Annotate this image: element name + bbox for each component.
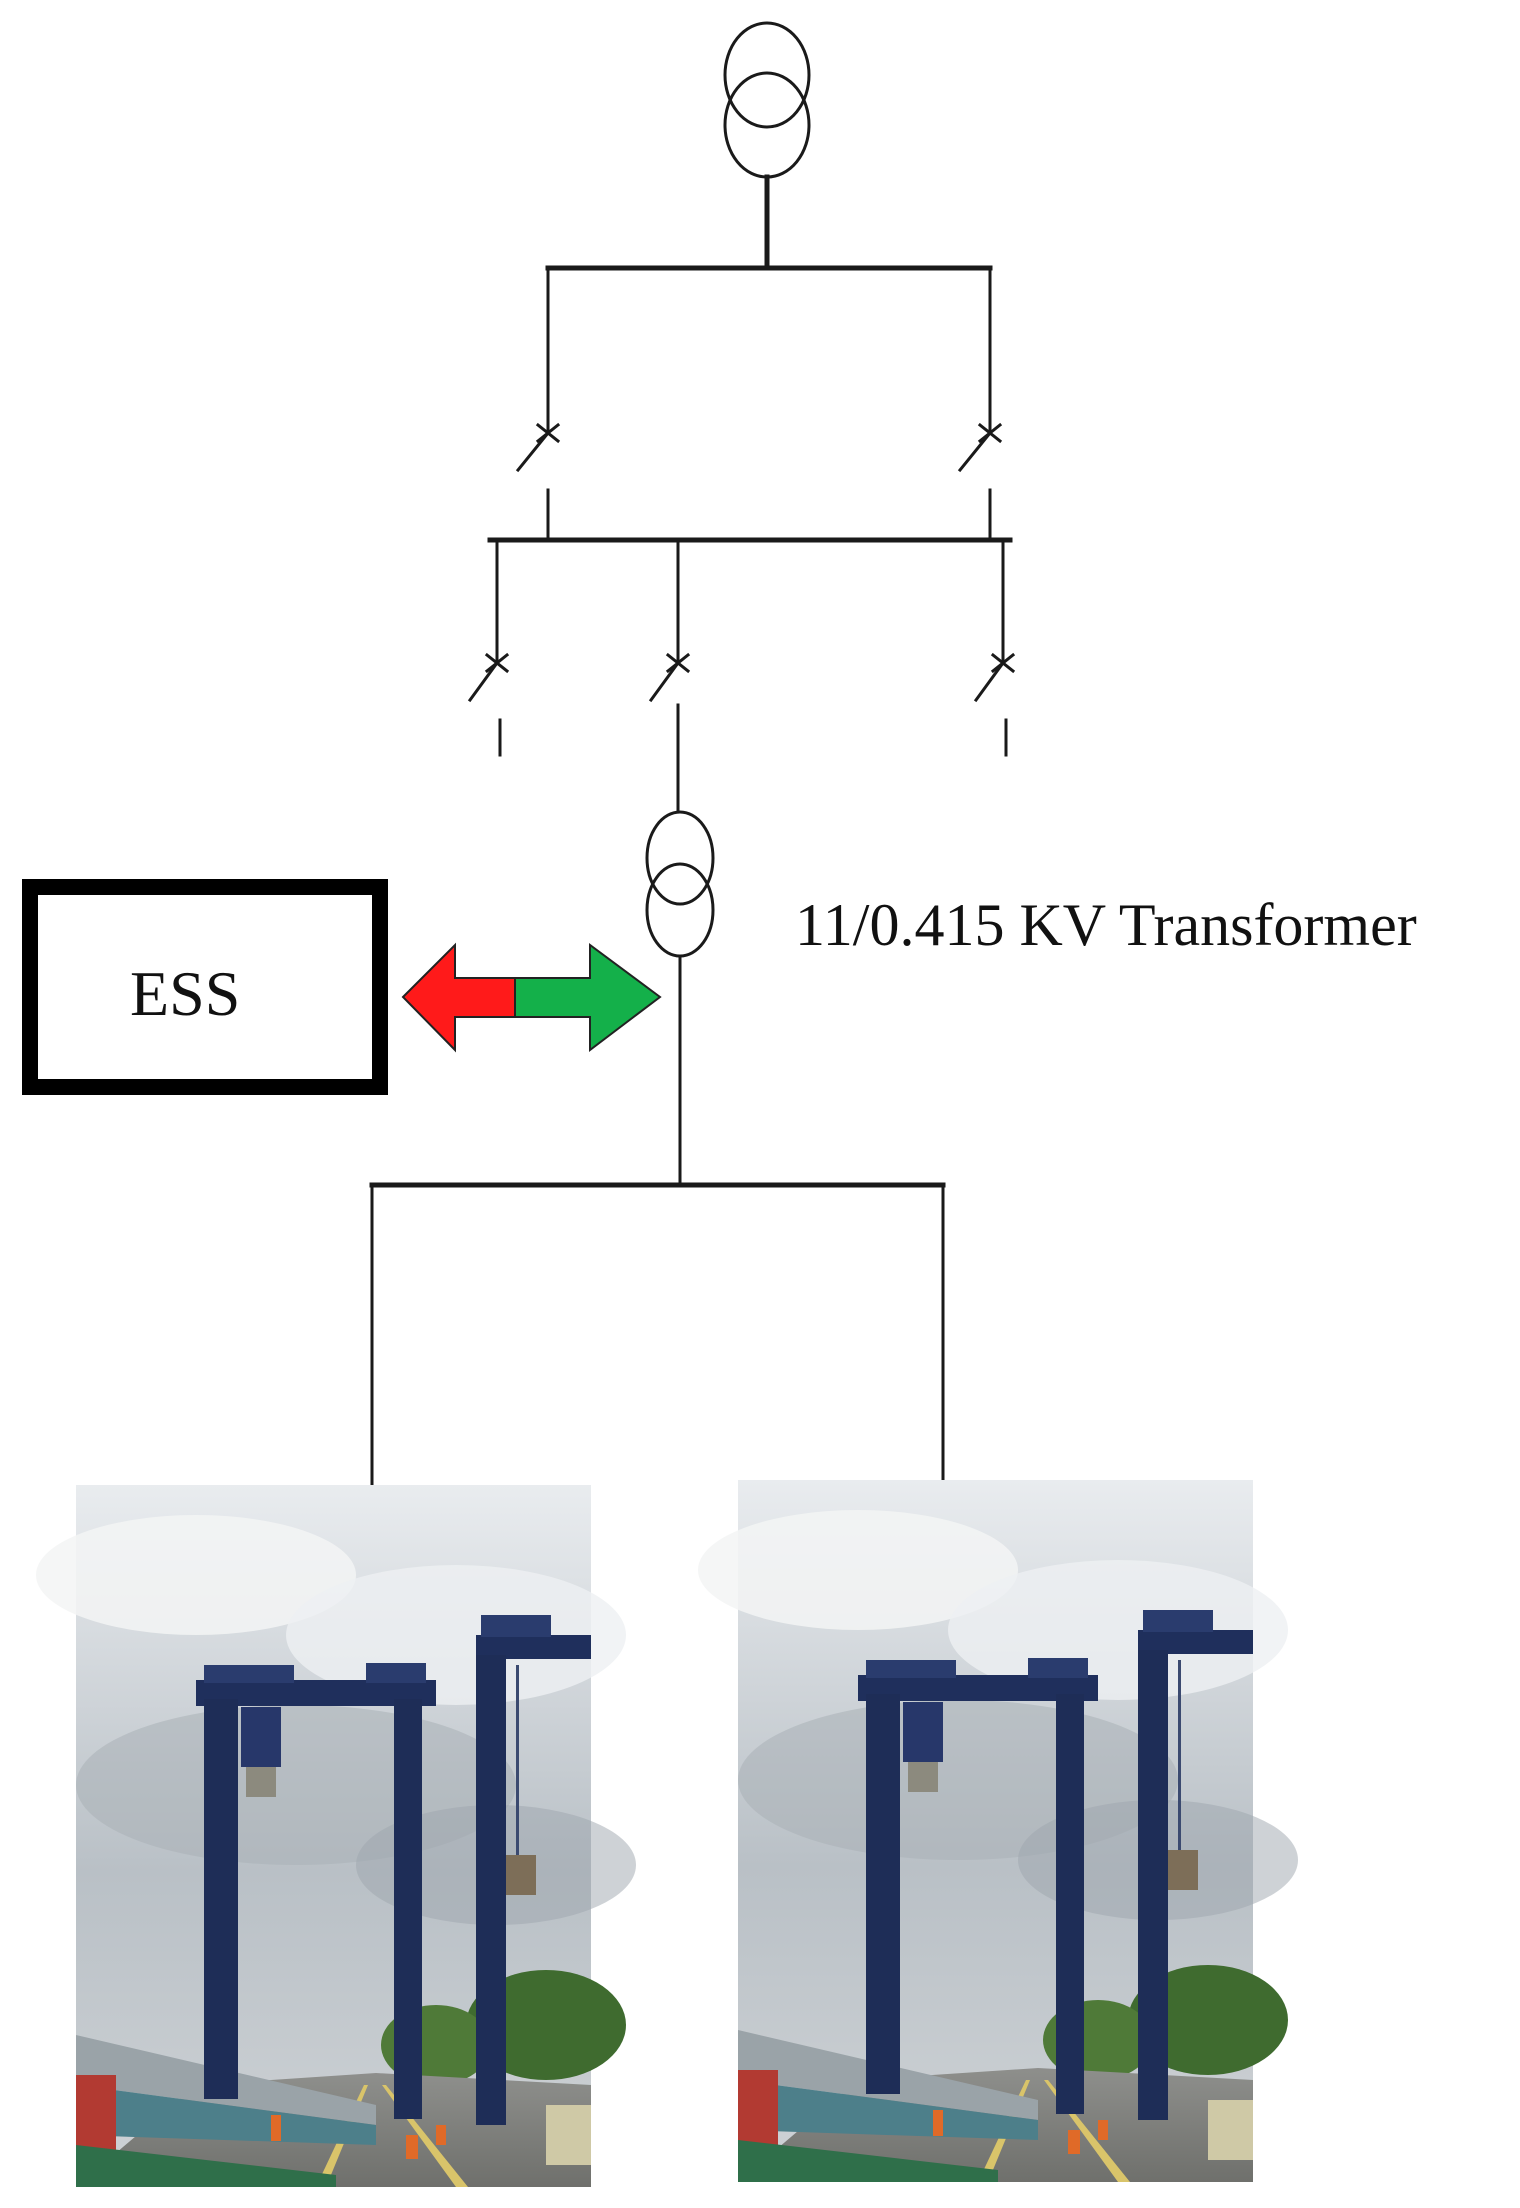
feeder-breaker-right-icon — [973, 538, 1016, 757]
bidirectional-arrow-icon — [401, 942, 662, 1053]
feeder-breaker-center-icon — [648, 538, 691, 814]
gantry-crane-photo-right — [698, 1480, 1298, 2182]
feeder-breaker-left-icon — [467, 538, 510, 757]
distribution-transformer-icon — [645, 810, 715, 958]
incoming-breaker-left-icon — [515, 266, 561, 542]
transformer-label: 11/0.415 KV Transformer — [795, 892, 1417, 958]
upstream-transformer-icon — [723, 21, 811, 179]
incoming-breaker-right-icon — [957, 266, 1003, 542]
ess-box — [22, 879, 388, 1095]
ess-label: ESS — [130, 958, 240, 1029]
gantry-crane-photo-left — [36, 1485, 636, 2187]
